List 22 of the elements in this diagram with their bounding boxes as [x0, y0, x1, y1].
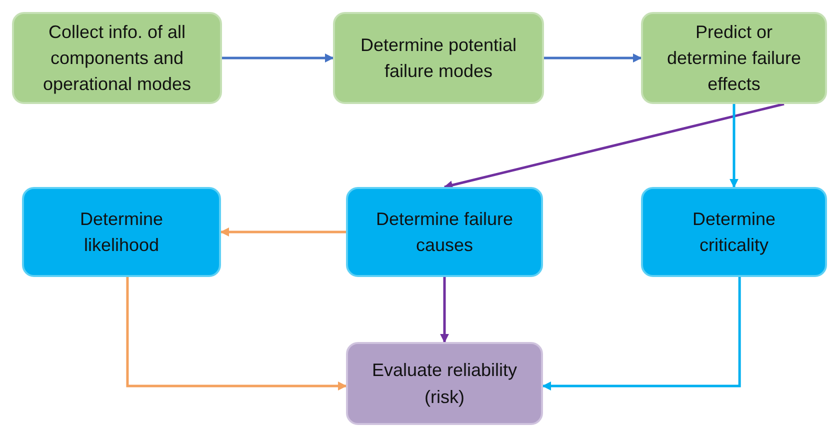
arrow	[544, 54, 642, 62]
arrow	[730, 104, 738, 188]
arrow	[440, 277, 449, 343]
box-label: Determine failure causes	[374, 208, 514, 257]
arrow	[222, 54, 334, 62]
process-box	[22, 187, 221, 277]
box-label: Determine criticality	[691, 208, 777, 257]
box-label: Determine potential failure modes	[359, 34, 518, 83]
arrow	[126, 277, 347, 390]
arrow	[542, 277, 741, 390]
process-box	[346, 342, 543, 425]
arrow	[220, 228, 346, 236]
process-box	[346, 187, 543, 277]
box-label: Collect info. of all components and operational modes	[42, 20, 192, 96]
process-box	[641, 12, 827, 104]
box-label: Predict or determine failure effects	[666, 20, 802, 96]
process-box	[12, 12, 222, 104]
box-label: Evaluate reliability (risk)	[370, 359, 518, 409]
process-box	[641, 187, 827, 277]
box-label: Determine likelihood	[78, 208, 164, 257]
process-box	[333, 12, 544, 104]
arrow	[444, 102, 784, 190]
